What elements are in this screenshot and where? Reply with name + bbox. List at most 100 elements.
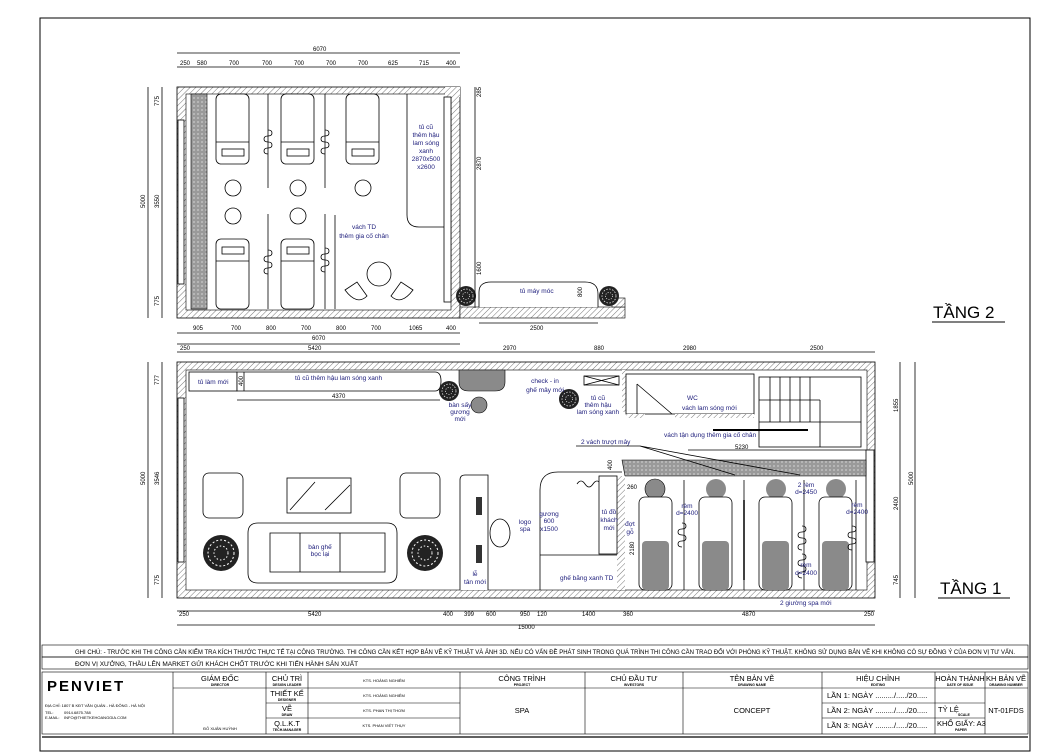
revision-label: HIỆU CHỈNH [856, 674, 900, 683]
project-sub: PROJECT [514, 683, 531, 687]
dim-label: 2180 [630, 541, 636, 555]
dim-label: 2970 [503, 346, 517, 352]
investor-label: CHỦ ĐẦU TƯ [610, 673, 658, 683]
email-value: INFO@THIETKEHOANGGIA.COM [64, 715, 127, 720]
dim-label: 950 [520, 612, 531, 618]
drawing-name-value: CONCEPT [734, 706, 771, 715]
dim-label: 700 [358, 61, 369, 67]
dim-label: 1065 [409, 326, 423, 332]
dim-total: 5000 [141, 194, 147, 208]
director-sub: DIRECTOR [211, 683, 230, 687]
dim-total: 15000 [518, 625, 535, 631]
label: 2 vách trượt mây [581, 439, 631, 446]
role-name: KTS. PHAN THỊ THƠM [363, 708, 405, 713]
dim-label: 2870 [477, 156, 483, 170]
paper-label: KHỔ GIẤY: A3 [937, 718, 986, 728]
drawing-no-sub: DRAWING NUMBER [989, 683, 1023, 687]
dim-total: 5000 [909, 471, 915, 485]
dim-total: 5000 [141, 471, 147, 485]
floor2-plan: 6070 250 580 700 700 700 700 700 625 715… [141, 47, 1005, 345]
tel-value: 0914.6875.788 [64, 710, 91, 715]
dim-label: 250 [180, 61, 191, 67]
dim-label: 625 [388, 61, 399, 67]
dim-label: 700 [262, 61, 273, 67]
dim-label: 4370 [332, 394, 346, 400]
completion-label: HOÀN THÀNH [935, 674, 984, 683]
dim-label: 3546 [155, 471, 161, 485]
revision-row: LẦN 3: NGÀY ........./...../20..... [827, 720, 927, 730]
dim-label: 5420 [308, 612, 322, 618]
dim-label: 880 [594, 346, 605, 352]
dim-total: 6070 [313, 47, 327, 53]
dim-label: 285 [477, 86, 483, 97]
floor2-title: TẦNG 2 [933, 303, 994, 322]
dim-label: 2980 [683, 346, 697, 352]
label: WC [687, 395, 698, 402]
dim-label: 5230 [735, 445, 749, 451]
dim-label: 400 [239, 375, 245, 386]
cabinet [406, 94, 444, 228]
revision-row: LẦN 1: NGÀY ........./...../20..... [827, 690, 927, 700]
dim-total: 6070 [312, 336, 326, 342]
dim-label: 250 [180, 346, 191, 352]
dim-label: 250 [179, 612, 190, 618]
label: tủ cũ thêm hậu lam sóng xanh [295, 374, 382, 382]
dim-label: 700 [294, 61, 305, 67]
role-sub: DESIGN LEADER [273, 683, 302, 687]
note-line-1: GHI CHÚ: - TRƯỚC KHI THI CÔNG CẦN KIỂM T… [75, 646, 1015, 656]
role-name: KTS. HOÀNG NGHIÊM [363, 693, 405, 698]
drawing-name-label: TÊN BẢN VẼ [730, 674, 775, 683]
dim-label: 1600 [477, 261, 483, 275]
revision-sub: EDITING [871, 683, 885, 687]
dim-label: 260 [627, 485, 638, 491]
window [177, 119, 185, 285]
company-logo: PENVIET [47, 678, 125, 695]
label: vách tận dụng thêm gia cố chân [664, 430, 757, 439]
dim-label: 700 [371, 326, 382, 332]
revision-row: LẦN 2: NGÀY ........./...../20..... [827, 705, 927, 715]
scale-label: TỶ LỆ [938, 705, 959, 714]
email-label: E-MAIL: [45, 715, 59, 720]
dim-label: 2500 [810, 346, 824, 352]
director-label: GIÁM ĐỐC [201, 673, 240, 683]
dim-label: 1400 [582, 612, 596, 618]
project-label: CÔNG TRÌNH [498, 674, 545, 683]
dim-label: 400 [443, 612, 454, 618]
dim-label: 1855 [894, 398, 900, 412]
machine-cabinet [478, 281, 599, 307]
role-label: THIẾT KẾ [270, 688, 304, 698]
dim-label: 600 [486, 612, 497, 618]
paper-sub: PAPER [955, 728, 967, 732]
dim-label: 4870 [742, 612, 756, 618]
sheet-border [39, 17, 1031, 752]
notes: GHI CHÚ: - TRƯỚC KHI THI CÔNG CẦN KIỂM T… [41, 644, 1029, 670]
planter-strip [190, 93, 208, 310]
role-name: KTS. HOÀNG NGHIÊM [363, 678, 405, 683]
company-address: ĐỊA CHỈ: 1807 B KĐT VĂN QUÁN - HÀ ĐÔNG -… [45, 703, 145, 708]
dim-label: 745 [894, 574, 900, 585]
dim-label: 360 [623, 612, 634, 618]
dim-label: 715 [419, 61, 430, 67]
dim-label: 400 [446, 326, 457, 332]
window [443, 96, 452, 303]
role-label: CHỦ TRÌ [272, 674, 302, 683]
table [366, 261, 392, 287]
director-name: ĐỖ XUÂN HUỲNH [203, 726, 237, 731]
dim-label: 2400 [894, 496, 900, 510]
label: vách lam sóng mới [682, 405, 737, 412]
dim-label: 700 [301, 326, 312, 332]
drawing-no-label: KH BẢN VẼ [986, 674, 1026, 683]
